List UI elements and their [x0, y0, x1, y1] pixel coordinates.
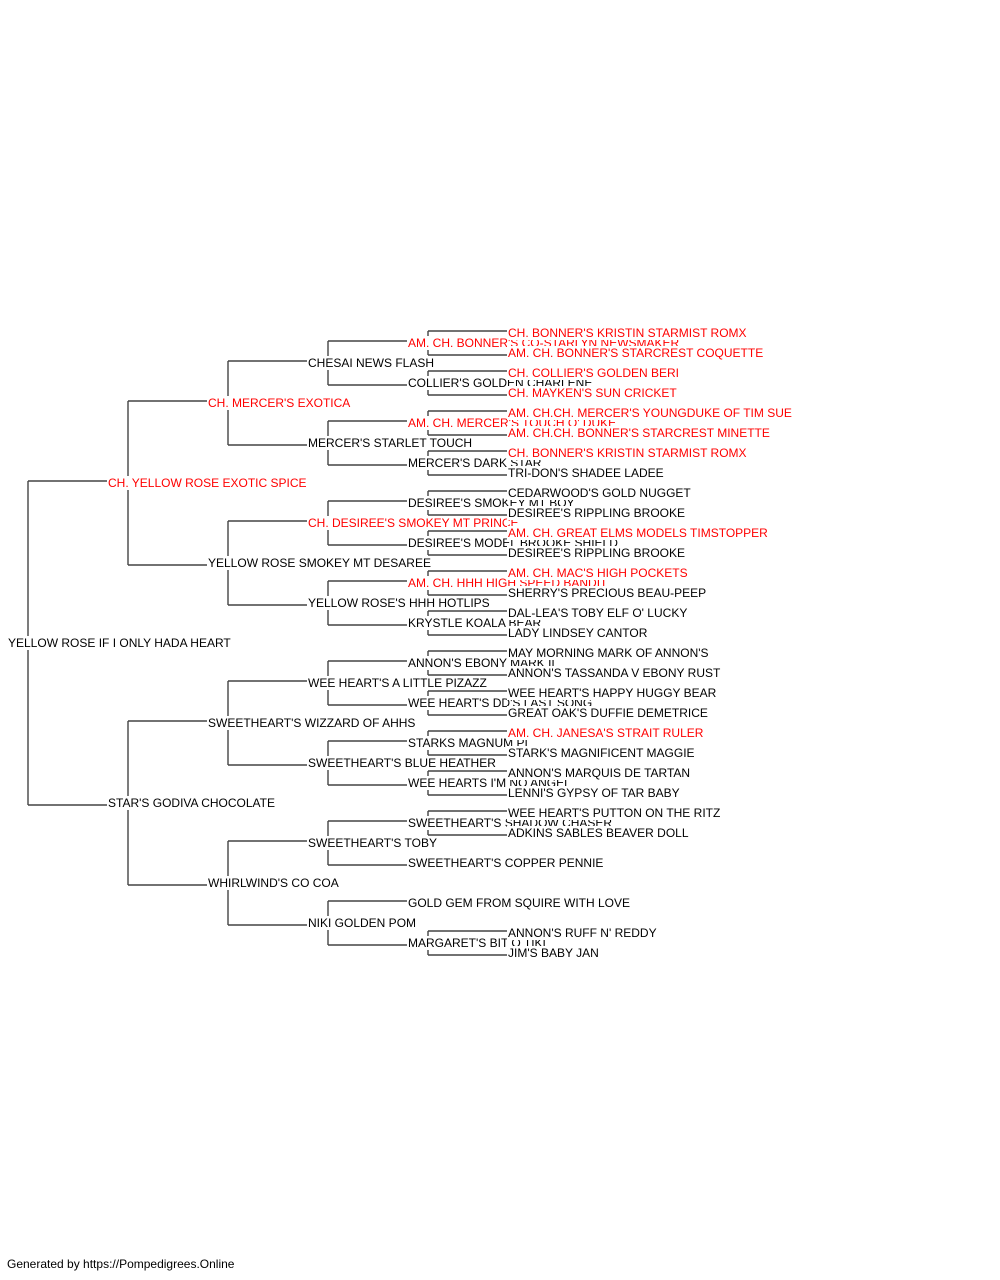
ancestor-name-gen5: LENNI'S GYPSY OF TAR BABY: [507, 786, 681, 800]
ancestor-name-gen5: JIM'S BABY JAN: [507, 946, 600, 960]
ancestor-name-gen5: TRI-DON'S SHADEE LADEE: [507, 466, 665, 480]
ancestor-name-gen5: ADKINS SABLES BEAVER DOLL: [507, 826, 690, 840]
ancestor-name-gen1: CH. YELLOW ROSE EXOTIC SPICE: [107, 476, 308, 490]
ancestor-name-gen3: CH. DESIREE'S SMOKEY MT PRINCE: [307, 516, 520, 530]
ancestor-name-gen5: DESIREE'S RIPPLING BROOKE: [507, 546, 687, 560]
ancestor-name-gen3: YELLOW ROSE'S HHH HOTLIPS: [307, 596, 491, 610]
ancestor-name-gen3: SWEETHEART'S BLUE HEATHER: [307, 756, 497, 770]
ancestor-name-gen1: STAR'S GODIVA CHOCOLATE: [107, 796, 276, 810]
ancestor-name-gen5: DESIREE'S RIPPLING BROOKE: [507, 506, 687, 520]
ancestor-name-gen5: AM. CH. BONNER'S STARCREST COQUETTE: [507, 346, 765, 360]
ancestor-name-gen3: NIKI GOLDEN POM: [307, 916, 418, 930]
ancestor-name-gen5: AM. CH. JANESA'S STRAIT RULER: [507, 726, 705, 740]
ancestor-name-gen2: YELLOW ROSE SMOKEY MT DESAREE: [207, 556, 432, 570]
ancestor-name-gen5: CEDARWOOD'S GOLD NUGGET: [507, 486, 692, 500]
ancestor-name-gen2: WHIRLWIND'S CO COA: [207, 876, 340, 890]
ancestor-name-gen5: AM. CH. GREAT ELMS MODELS TIMSTOPPER: [507, 526, 769, 540]
ancestor-name-gen5: ANNON'S RUFF N' REDDY: [507, 926, 658, 940]
ancestor-name-gen3: CHESAI NEWS FLASH: [307, 356, 436, 370]
ancestor-name-gen2: SWEETHEART'S WIZZARD OF AHHS: [207, 716, 417, 730]
ancestor-name-gen5: CH. MAYKEN'S SUN CRICKET: [507, 386, 678, 400]
ancestor-name-gen5: WEE HEART'S HAPPY HUGGY BEAR: [507, 686, 718, 700]
ancestor-name-gen5: AM. CH. MAC'S HIGH POCKETS: [507, 566, 689, 580]
ancestor-name-gen5: CH. BONNER'S KRISTIN STARMIST ROMX: [507, 446, 748, 460]
ancestor-name-gen5: CH. COLLIER'S GOLDEN BERI: [507, 366, 680, 380]
ancestor-name-gen5: LADY LINDSEY CANTOR: [507, 626, 649, 640]
subject-name: YELLOW ROSE IF I ONLY HADA HEART: [7, 636, 232, 650]
ancestor-name-gen5: CH. BONNER'S KRISTIN STARMIST ROMX: [507, 326, 748, 340]
ancestor-name-gen5: ANNON'S MARQUIS DE TARTAN: [507, 766, 692, 780]
ancestor-name-gen5: WEE HEART'S PUTTON ON THE RITZ: [507, 806, 722, 820]
ancestor-name-gen5: AM. CH.CH. BONNER'S STARCREST MINETTE: [507, 426, 771, 440]
ancestor-name-gen5: AM. CH.CH. MERCER'S YOUNGDUKE OF TIM SUE: [507, 406, 793, 420]
ancestor-name-gen5: SHERRY'S PRECIOUS BEAU-PEEP: [507, 586, 708, 600]
ancestor-name-gen5: MAY MORNING MARK OF ANNON'S: [507, 646, 710, 660]
ancestor-name-gen3: SWEETHEART'S TOBY: [307, 836, 438, 850]
ancestor-name-gen5: GREAT OAK'S DUFFIE DEMETRICE: [507, 706, 709, 720]
ancestor-name-gen3: WEE HEART'S A LITTLE PIZAZZ: [307, 676, 488, 690]
ancestor-name-gen5: DAL-LEA'S TOBY ELF O' LUCKY: [507, 606, 689, 620]
ancestor-name-gen4: GOLD GEM FROM SQUIRE WITH LOVE: [407, 896, 632, 910]
ancestor-name-gen4: SWEETHEART'S COPPER PENNIE: [407, 856, 605, 870]
ancestor-name-gen4: STARKS MAGNUM PI: [407, 736, 529, 750]
ancestor-name-gen3: MERCER'S STARLET TOUCH: [307, 436, 474, 450]
ancestor-name-gen5: STARK'S MAGNIFICENT MAGGIE: [507, 746, 696, 760]
ancestor-name-gen5: ANNON'S TASSANDA V EBONY RUST: [507, 666, 722, 680]
generator-credit: Generated by https://Pompedigrees.Online: [7, 1257, 235, 1271]
ancestor-name-gen2: CH. MERCER'S EXOTICA: [207, 396, 352, 410]
